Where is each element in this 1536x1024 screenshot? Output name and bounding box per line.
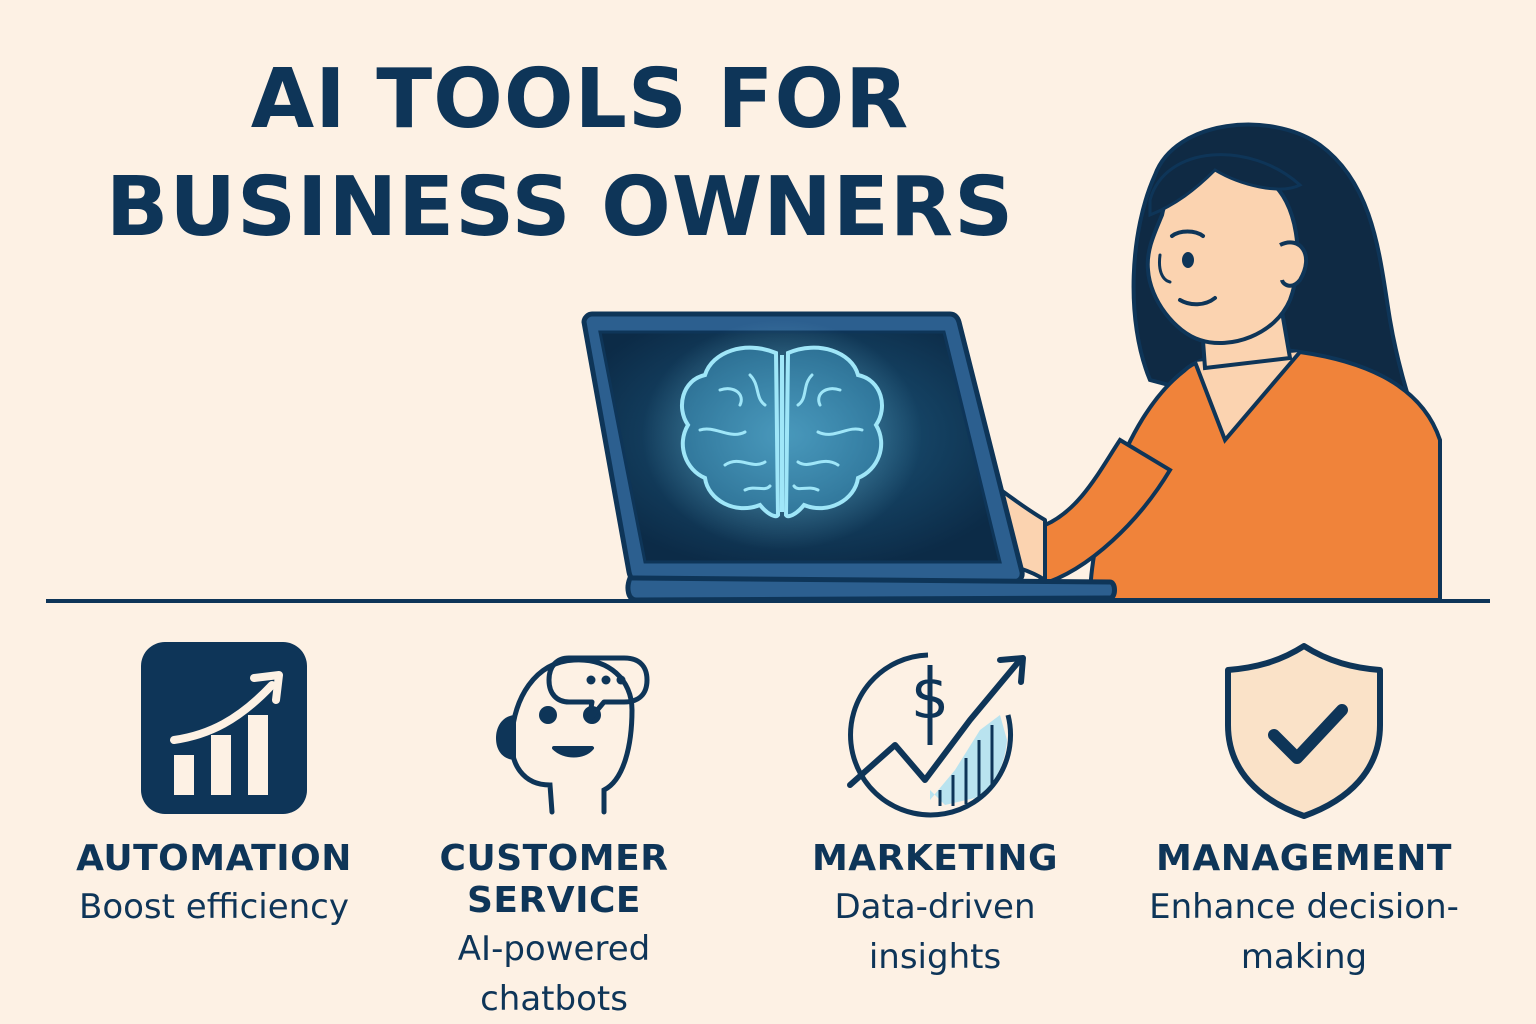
title-line-2: BUSINESS OWNERS [105,160,1015,255]
brain-icon [642,320,922,550]
feature-title: MARKETING [811,838,1059,879]
dollar-trend-icon: $ [847,652,1026,818]
feature-title: AUTOMATION [76,838,352,879]
feature-automation: AUTOMATION Boost efficiency [44,640,384,1000]
feature-management: MANAGEMENT Enhance decision-making [1134,640,1474,1000]
feature-description: AI-powered chatbots [457,929,651,1019]
growth-chart-icon [141,642,307,814]
chatbot-icon [496,655,650,815]
shield-check-icon [1225,643,1383,819]
page-title: AI TOOLS FOR BUSINESS OWNERS [0,55,1230,253]
hero-illustration [46,122,1490,603]
feature-marketing: $ MARKETING Data-driven insights [765,640,1105,1000]
feature-description: Enhance decision-making [1149,887,1459,977]
feature-customer-service: CUSTOMER SERVICE AI-powered chatbots [384,640,724,1019]
title-line-1: AI TOOLS FOR [250,52,910,147]
feature-description: Boost efficiency [79,887,349,927]
feature-title: MANAGEMENT [1156,838,1452,879]
feature-title: CUSTOMER SERVICE [439,838,669,921]
feature-description: Data-driven insights [834,887,1036,977]
